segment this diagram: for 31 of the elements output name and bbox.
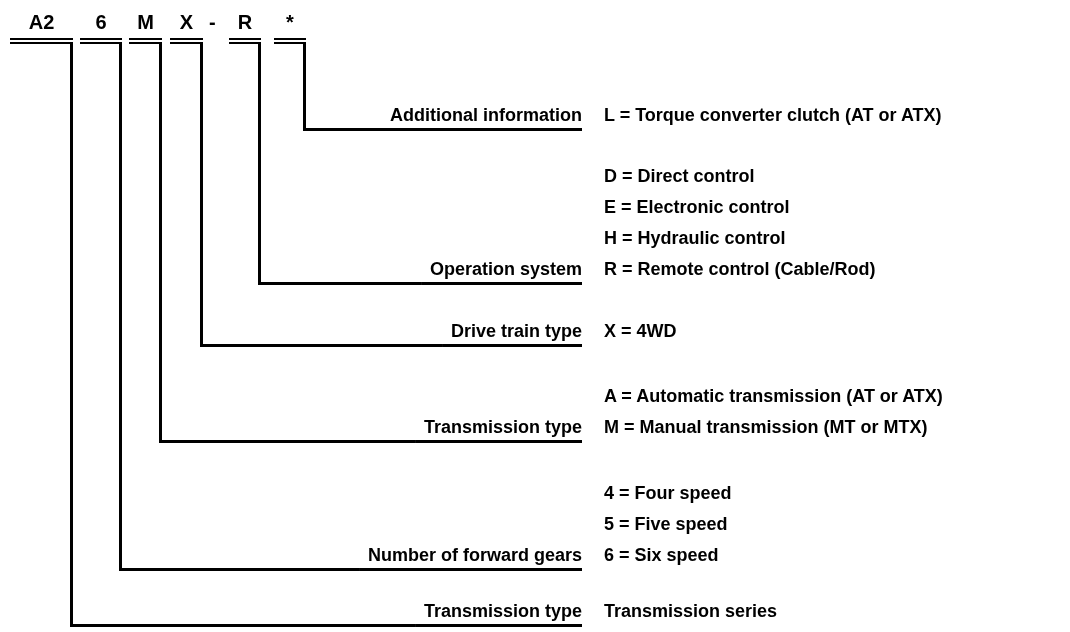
- code-value-text: X = 4WD: [604, 320, 677, 343]
- field-description: Transmission type: [415, 600, 582, 627]
- code-value-text: A = Automatic transmission (AT or ATX): [604, 385, 943, 408]
- code-character: M: [129, 10, 162, 44]
- code-value-text: Transmission series: [604, 600, 778, 623]
- code-value-text: E = Electronic control: [604, 196, 790, 219]
- code-character: 6: [80, 10, 122, 44]
- code-character: X: [170, 10, 203, 44]
- code-value-text: R = Remote control (Cable/Rod): [604, 258, 876, 281]
- leader-line: [159, 44, 416, 443]
- field-description: Number of forward gears: [359, 544, 582, 571]
- code-character: R: [229, 10, 261, 44]
- separator-dash: -: [209, 10, 216, 34]
- code-character: A2: [10, 10, 73, 44]
- field-description: Additional information: [382, 104, 582, 131]
- code-value-text: 5 = Five speed: [604, 513, 728, 536]
- leader-line: [119, 44, 360, 571]
- code-value-text: M = Manual transmission (MT or MTX): [604, 416, 928, 439]
- code-value-text: 4 = Four speed: [604, 482, 732, 505]
- code-value-text: H = Hydraulic control: [604, 227, 786, 250]
- code-value-text: 6 = Six speed: [604, 544, 719, 567]
- field-description: Drive train type: [442, 320, 582, 347]
- code-value-text: D = Direct control: [604, 165, 755, 188]
- field-description: Operation system: [421, 258, 582, 285]
- leader-line: [200, 44, 443, 347]
- leader-line: [70, 44, 416, 627]
- leader-line: [258, 44, 422, 285]
- field-description: Transmission type: [415, 416, 582, 443]
- leader-line: [303, 44, 382, 131]
- code-value-text: L = Torque converter clutch (AT or ATX): [604, 104, 942, 127]
- code-character: *: [274, 10, 306, 44]
